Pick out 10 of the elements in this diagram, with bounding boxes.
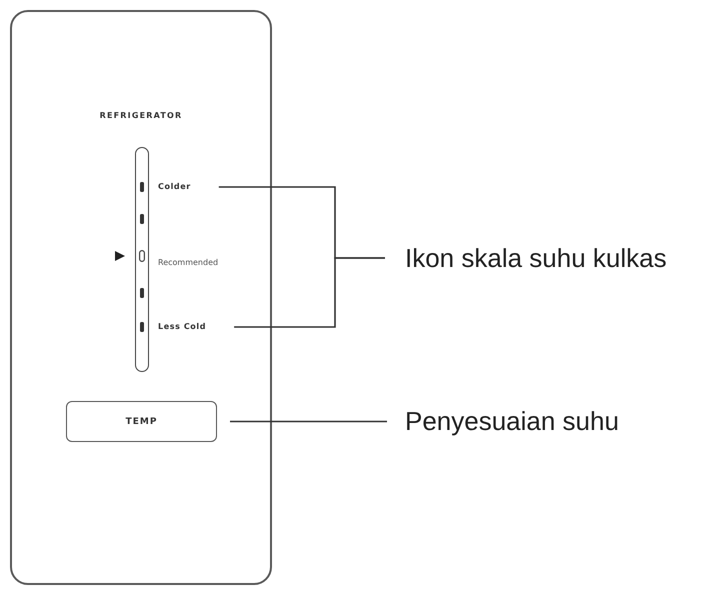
level-label: Colder — [158, 182, 191, 192]
control-button: TEMP — [66, 401, 217, 442]
leader-line — [230, 420, 387, 422]
callout-text: Penyesuaian suhu — [405, 406, 619, 436]
control-panel — [10, 10, 272, 585]
callout-text: Ikon skala suhu kulkas — [405, 243, 667, 273]
level-label: Less Cold — [158, 322, 206, 332]
setting-caption: Recommended — [158, 258, 218, 268]
leader-line — [234, 257, 385, 328]
panel-heading: REFRIGERATOR — [100, 111, 182, 121]
